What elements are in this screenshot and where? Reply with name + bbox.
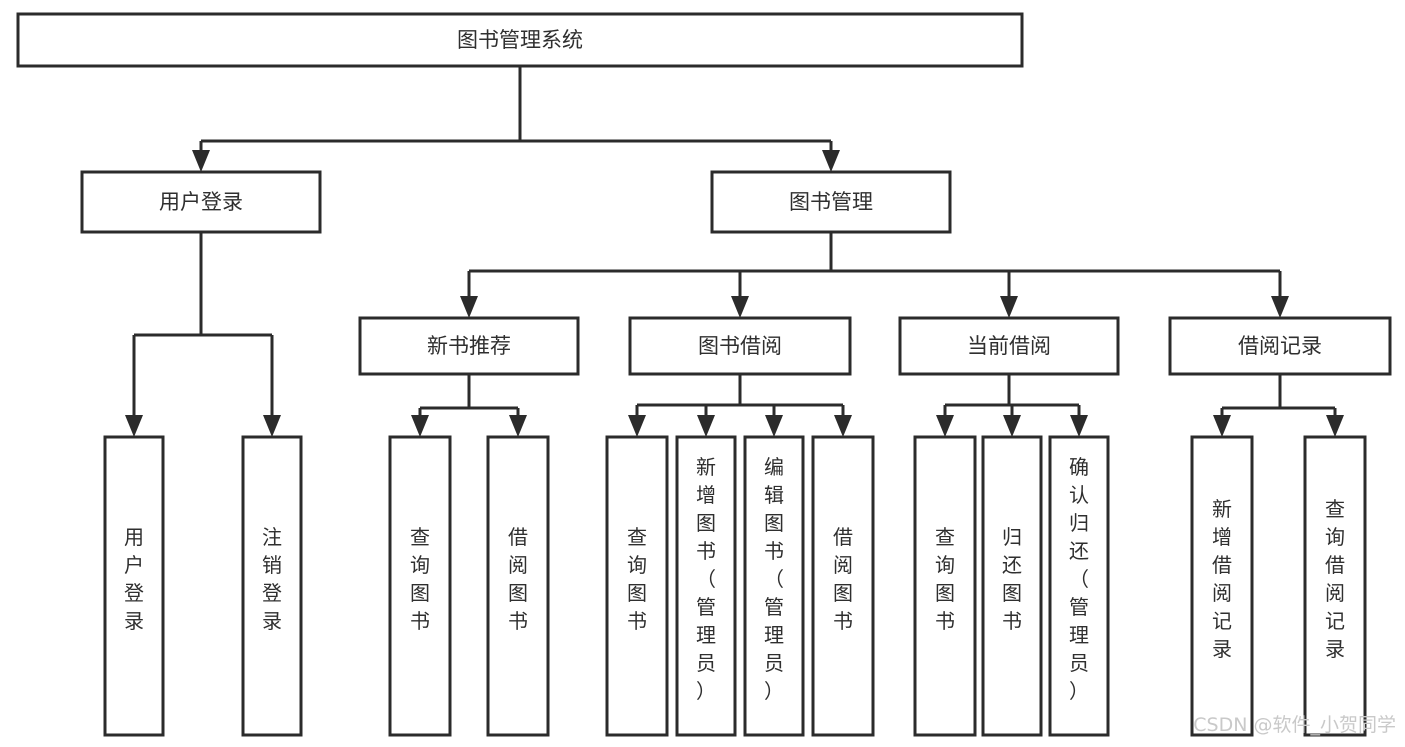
- node-leaf-cb-query-label: 查询图书: [935, 525, 955, 633]
- node-root-system-label: 图书管理系统: [457, 28, 583, 52]
- node-leaf-bb-query[interactable]: 查询图书: [605, 435, 669, 737]
- node-leaf-logout-label: 注销登录: [262, 525, 282, 633]
- arrow-head-icon: [822, 150, 840, 172]
- arrow-head-icon: [192, 150, 210, 172]
- node-borrow-record-label: 借阅记录: [1238, 334, 1322, 358]
- node-leaf-cb-query[interactable]: 查询图书: [913, 435, 977, 737]
- node-leaf-cb-confirm[interactable]: 确认归还（管理员）: [1048, 435, 1110, 737]
- node-leaf-user-login-rect: [103, 435, 165, 737]
- node-leaf-nbr-query-label: 查询图书: [410, 525, 430, 633]
- node-book-manage[interactable]: 图书管理: [710, 170, 952, 234]
- node-leaf-nbr-borrow[interactable]: 借阅图书: [486, 435, 550, 737]
- node-user-login-label: 用户登录: [159, 190, 243, 214]
- node-user-login[interactable]: 用户登录: [80, 170, 322, 234]
- node-leaf-bb-borrow[interactable]: 借阅图书: [811, 435, 875, 737]
- node-leaf-br-query-label: 查询借阅记录: [1325, 497, 1345, 661]
- arrow-head-icon: [411, 415, 429, 437]
- node-current-borrow-rect: [898, 316, 1120, 376]
- node-leaf-bb-add[interactable]: 新增图书（管理员）: [675, 435, 737, 737]
- arrow-head-icon: [1003, 415, 1021, 437]
- node-book-manage-label: 图书管理: [789, 190, 873, 214]
- node-leaf-br-query-rect: [1303, 435, 1367, 737]
- arrow-head-icon: [1326, 415, 1344, 437]
- node-leaf-cb-return-rect: [981, 435, 1043, 737]
- nodes-layer: 图书管理系统用户登录图书管理新书推荐图书借阅当前借阅借阅记录用户登录注销登录查询…: [16, 12, 1392, 737]
- node-user-login-rect: [80, 170, 322, 234]
- arrow-head-icon: [1213, 415, 1231, 437]
- arrow-head-icon: [834, 415, 852, 437]
- node-leaf-br-query[interactable]: 查询借阅记录: [1303, 435, 1367, 737]
- node-leaf-logout-rect: [241, 435, 303, 737]
- node-leaf-nbr-query[interactable]: 查询图书: [388, 435, 452, 737]
- arrow-head-icon: [263, 415, 281, 437]
- node-leaf-cb-confirm-rect: [1048, 435, 1110, 737]
- node-leaf-user-login-label: 用户登录: [124, 525, 144, 633]
- node-book-manage-rect: [710, 170, 952, 234]
- node-leaf-logout[interactable]: 注销登录: [241, 435, 303, 737]
- node-leaf-bb-edit[interactable]: 编辑图书（管理员）: [743, 435, 805, 737]
- arrow-head-icon: [697, 415, 715, 437]
- node-book-borrow-rect: [628, 316, 852, 376]
- node-leaf-nbr-query-rect: [388, 435, 452, 737]
- node-book-borrow-label: 图书借阅: [698, 334, 782, 358]
- node-new-book-rec-rect: [358, 316, 580, 376]
- node-leaf-bb-borrow-label: 借阅图书: [833, 525, 853, 633]
- arrow-head-icon: [765, 415, 783, 437]
- node-leaf-nbr-borrow-label: 借阅图书: [508, 525, 528, 633]
- node-leaf-bb-query-rect: [605, 435, 669, 737]
- node-leaf-cb-confirm-label: 确认归还（管理员）: [1069, 455, 1089, 703]
- node-borrow-record-rect: [1168, 316, 1392, 376]
- node-leaf-br-add[interactable]: 新增借阅记录: [1190, 435, 1254, 737]
- node-leaf-nbr-borrow-rect: [486, 435, 550, 737]
- node-new-book-rec[interactable]: 新书推荐: [358, 316, 580, 376]
- node-leaf-bb-edit-rect: [743, 435, 805, 737]
- node-leaf-cb-query-rect: [913, 435, 977, 737]
- arrow-head-icon: [509, 415, 527, 437]
- arrow-head-icon: [1070, 415, 1088, 437]
- arrow-head-icon: [125, 415, 143, 437]
- node-leaf-br-add-rect: [1190, 435, 1254, 737]
- node-current-borrow-label: 当前借阅: [967, 334, 1051, 358]
- node-borrow-record[interactable]: 借阅记录: [1168, 316, 1392, 376]
- node-root-system[interactable]: 图书管理系统: [16, 12, 1024, 68]
- arrow-head-icon: [936, 415, 954, 437]
- arrow-head-icon: [1000, 296, 1018, 318]
- node-leaf-cb-return-label: 归还图书: [1002, 525, 1022, 633]
- node-current-borrow[interactable]: 当前借阅: [898, 316, 1120, 376]
- arrow-head-icon: [731, 296, 749, 318]
- arrow-head-icon: [1271, 296, 1289, 318]
- node-leaf-bb-query-label: 查询图书: [627, 525, 647, 633]
- node-new-book-rec-label: 新书推荐: [427, 334, 511, 358]
- node-leaf-bb-add-rect: [675, 435, 737, 737]
- csdn-watermark: CSDN @软件_小贺同学: [1193, 714, 1396, 736]
- node-root-system-rect: [16, 12, 1024, 68]
- connectors-layer: [125, 66, 1344, 437]
- node-leaf-user-login[interactable]: 用户登录: [103, 435, 165, 737]
- arrow-head-icon: [460, 296, 478, 318]
- arrow-head-icon: [628, 415, 646, 437]
- node-leaf-br-add-label: 新增借阅记录: [1212, 497, 1232, 661]
- node-leaf-bb-borrow-rect: [811, 435, 875, 737]
- node-leaf-bb-edit-label: 编辑图书（管理员）: [764, 455, 784, 703]
- node-book-borrow[interactable]: 图书借阅: [628, 316, 852, 376]
- node-leaf-bb-add-label: 新增图书（管理员）: [696, 455, 716, 703]
- node-leaf-cb-return[interactable]: 归还图书: [981, 435, 1043, 737]
